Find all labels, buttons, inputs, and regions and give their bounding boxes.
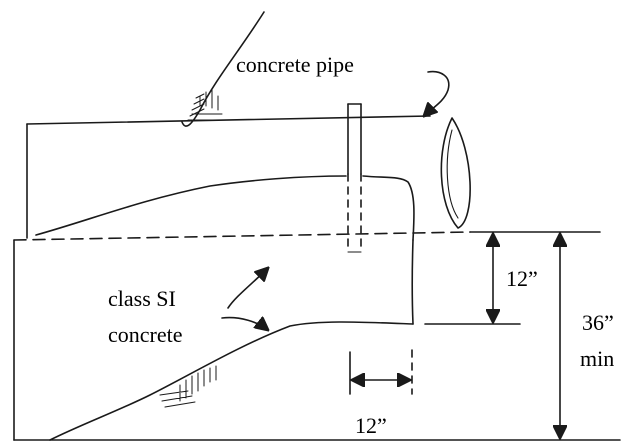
concrete-label-arrow-lower xyxy=(221,318,268,330)
label-dim-min: min xyxy=(580,346,614,371)
concrete-label-arrow-upper xyxy=(227,268,268,309)
pipe-end-inner xyxy=(446,129,459,219)
dim-horizontal-12 xyxy=(349,349,413,395)
label-dim-horizontal-12: 12” xyxy=(355,413,387,438)
pipe-label-leader xyxy=(424,70,450,116)
vertical-post xyxy=(347,103,362,253)
pipe-end-opening xyxy=(440,117,471,229)
encasement-body-outline xyxy=(13,239,521,441)
pipe-invert-dashed-line xyxy=(13,231,471,241)
label-class-si: class SI xyxy=(108,286,176,311)
label-dim-36: 36” xyxy=(582,310,614,335)
label-dim-vertical-12: 12” xyxy=(506,266,538,291)
label-concrete: concrete xyxy=(108,322,183,347)
lower-slope-hatch xyxy=(159,365,217,408)
encasement-top-line xyxy=(35,175,415,241)
concrete-pipe-outline xyxy=(26,115,431,239)
label-concrete-pipe: concrete pipe xyxy=(236,52,354,77)
